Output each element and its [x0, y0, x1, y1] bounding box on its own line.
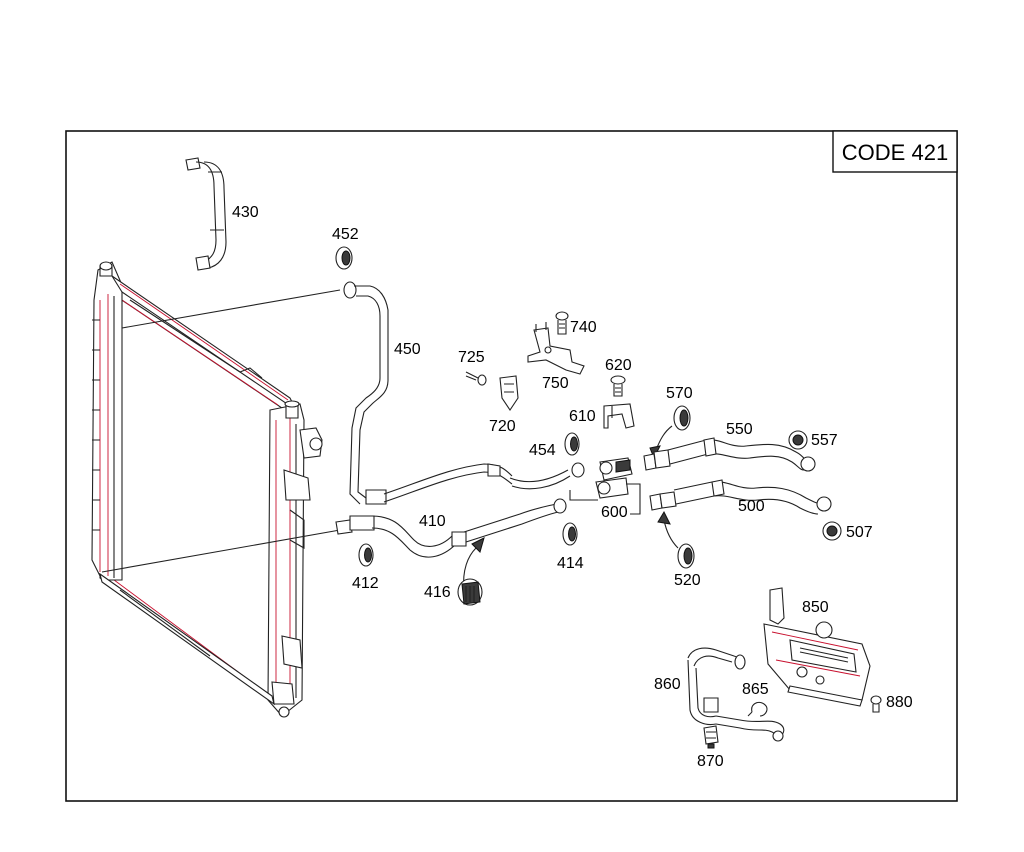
part-430-hose — [185, 157, 227, 271]
part-412-seal — [358, 543, 374, 567]
label-610: 610 — [569, 408, 596, 425]
code-box-border — [832, 130, 958, 173]
part-414-seal — [562, 522, 578, 546]
label-860: 860 — [654, 676, 681, 693]
label-870: 870 — [697, 753, 724, 770]
label-410: 410 — [419, 513, 446, 530]
part-860-hose — [687, 647, 785, 742]
part-750-bracket — [527, 322, 585, 375]
label-620: 620 — [605, 357, 632, 374]
part-550-pipe — [643, 437, 816, 472]
part-labels: 430 452 450 725 740 750 620 720 610 570 … — [232, 204, 913, 770]
part-610-bracket — [603, 403, 635, 429]
part-557-seal — [788, 430, 808, 450]
label-865: 865 — [742, 681, 769, 698]
label-500: 500 — [738, 498, 765, 515]
part-454-seal — [564, 432, 580, 456]
part-520-seal — [657, 510, 695, 569]
label-850: 850 — [802, 599, 829, 616]
part-452-seal — [335, 246, 353, 270]
label-412: 412 — [352, 575, 379, 592]
code-box-text: CODE 421 — [842, 140, 948, 165]
label-550: 550 — [726, 421, 753, 438]
label-720: 720 — [489, 418, 516, 435]
label-414: 414 — [557, 555, 584, 572]
label-450: 450 — [394, 341, 421, 358]
radiator-assembly — [91, 261, 323, 718]
part-725-bolt — [465, 371, 487, 386]
part-507-seal — [822, 521, 842, 541]
part-416-clamp — [457, 537, 485, 606]
part-500-pipe — [649, 479, 832, 515]
label-725: 725 — [458, 349, 485, 366]
label-557: 557 — [811, 432, 838, 449]
part-740-bolt — [555, 311, 569, 335]
label-880: 880 — [886, 694, 913, 711]
label-750: 750 — [542, 375, 569, 392]
part-620-bolt — [610, 375, 626, 397]
label-507: 507 — [846, 524, 873, 541]
part-570-seal — [649, 405, 691, 460]
label-452: 452 — [332, 226, 359, 243]
label-430: 430 — [232, 204, 259, 221]
diagram-frame — [65, 130, 958, 802]
label-416: 416 — [424, 584, 451, 601]
part-410-hose — [335, 498, 567, 558]
label-570: 570 — [666, 385, 693, 402]
part-865-clip — [747, 701, 768, 717]
part-600-block — [569, 457, 641, 515]
part-450-hose — [343, 281, 585, 505]
left-tank-fins — [92, 319, 100, 531]
label-740: 740 — [570, 319, 597, 336]
label-454: 454 — [529, 442, 556, 459]
leader-lines — [101, 289, 341, 573]
part-720-clip — [499, 375, 519, 411]
label-520: 520 — [674, 572, 701, 589]
part-870-fitting — [703, 725, 719, 749]
part-880-bolt — [870, 695, 882, 713]
part-850-reservoir — [763, 587, 871, 707]
label-600: 600 — [601, 504, 628, 521]
code-box: CODE 421 — [832, 130, 958, 173]
